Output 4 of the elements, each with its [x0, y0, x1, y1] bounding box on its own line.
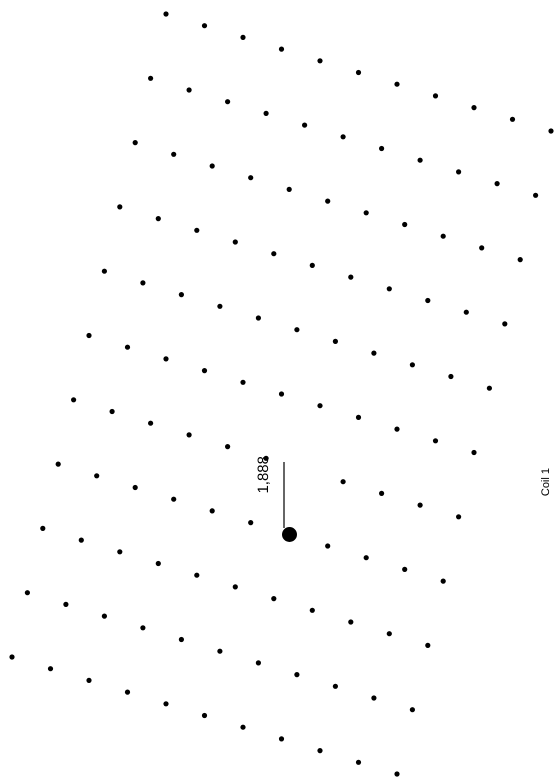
- leader-line: [283, 462, 285, 528]
- point-marker: [282, 527, 297, 542]
- value-label: 1,888: [256, 456, 271, 494]
- note-label: Coil 1: [541, 468, 552, 496]
